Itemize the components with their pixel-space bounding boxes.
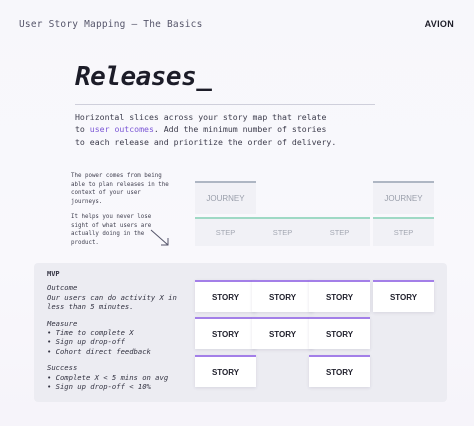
measure-item: • Time to complete X xyxy=(47,328,134,338)
outcome-section: Outcome Our users can do activity X in l… xyxy=(47,283,187,311)
description-line-2-post: . Add the minimum number of stories xyxy=(153,124,327,135)
success-item: • Sign up drop-off < 10% xyxy=(47,382,151,392)
story-card[interactable]: STORY xyxy=(373,280,434,312)
user-outcomes-highlight: user outcomes xyxy=(89,124,154,135)
story-card[interactable]: STORY xyxy=(252,317,313,349)
story-card[interactable]: STORY xyxy=(309,317,370,349)
journey-card[interactable]: JOURNEY xyxy=(195,181,256,214)
side-note-paragraph-1: The power comes from being able to plan … xyxy=(71,173,169,206)
side-note-paragraph-2: It helps you never lose sight of what us… xyxy=(71,213,152,246)
journey-card[interactable]: JOURNEY xyxy=(373,181,434,214)
story-card[interactable]: STORY xyxy=(195,280,256,312)
measure-item: • Cohort direct feedback xyxy=(47,346,151,356)
step-card[interactable]: STEP xyxy=(252,217,313,246)
measure-title: Measure xyxy=(47,318,78,328)
description: Horizontal slices across your story map … xyxy=(75,104,375,148)
story-card[interactable]: STORY xyxy=(195,355,256,387)
measure-item: • Sign up drop-off xyxy=(47,337,125,347)
header-title: User Story Mapping – The Basics xyxy=(19,19,203,30)
step-card[interactable]: STEP xyxy=(195,217,256,246)
story-card[interactable]: STORY xyxy=(309,355,370,387)
outcome-text: Our users can do activity X in less than… xyxy=(47,292,177,312)
page-title: Releases_ xyxy=(75,62,212,92)
side-note: The power comes from being able to plan … xyxy=(71,172,171,254)
release-details: MVP Outcome Our users can do activity X … xyxy=(47,270,187,398)
arrow-down-right-icon xyxy=(150,229,169,246)
outcome-title: Outcome xyxy=(47,283,78,293)
description-line-2-pre: to xyxy=(75,124,90,135)
story-card[interactable]: STORY xyxy=(252,280,313,312)
story-card[interactable]: STORY xyxy=(309,280,370,312)
avion-logo: AVION xyxy=(424,19,454,29)
measure-section: Measure • Time to complete X • Sign up d… xyxy=(47,319,187,357)
success-title: Success xyxy=(47,363,78,373)
success-section: Success • Complete X < 5 mins on avg • S… xyxy=(47,363,187,391)
description-line-2: to user outcomes. Add the minimum number… xyxy=(75,123,375,135)
step-card[interactable]: STEP xyxy=(309,217,370,246)
description-line-1: Horizontal slices across your story map … xyxy=(75,112,327,122)
story-card[interactable]: STORY xyxy=(195,317,256,349)
step-card[interactable]: STEP xyxy=(373,217,434,246)
success-item: • Complete X < 5 mins on avg xyxy=(47,372,169,382)
description-line-3: to each release and prioritize the order… xyxy=(75,136,337,147)
release-name: MVP xyxy=(47,270,60,278)
